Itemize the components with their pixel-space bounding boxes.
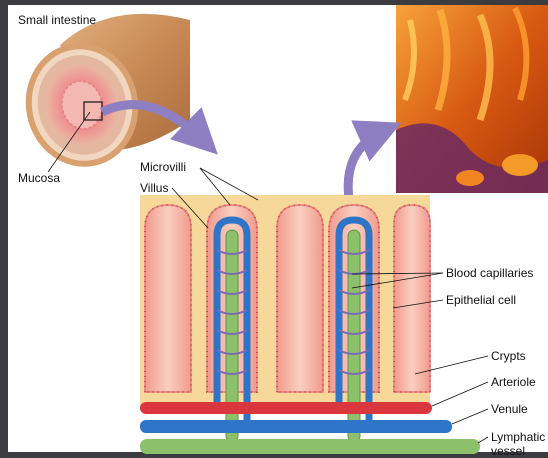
small-intestine-illustration [14, 14, 190, 177]
villus-5 [394, 205, 430, 392]
villus-3 [277, 205, 323, 392]
micrograph-image [396, 5, 548, 193]
vessels [140, 402, 480, 454]
label-microvilli: Microvilli [140, 160, 186, 174]
label-lymphatic-vessel-line2: vessel [491, 444, 525, 458]
label-lymphatic-vessel: Lymphatic [491, 430, 545, 444]
label-arteriole: Arteriole [491, 375, 536, 389]
leader-arteriole [432, 382, 488, 406]
leader-lymphatic [478, 437, 488, 443]
venule-vessel [140, 420, 452, 433]
arteriole-vessel [140, 402, 432, 414]
label-villus: Villus [140, 181, 168, 195]
label-venule: Venule [491, 402, 528, 416]
label-crypts: Crypts [491, 349, 526, 363]
leader-venule [452, 409, 488, 424]
label-mucosa: Mucosa [18, 171, 60, 185]
zoom-arrow-right [348, 130, 385, 205]
label-small-intestine: Small intestine [18, 13, 96, 27]
villus-1 [145, 205, 191, 392]
lymphatic-vessel [140, 439, 480, 454]
label-blood-capillaries: Blood capillaries [446, 266, 533, 280]
label-epithelial-cell: Epithelial cell [446, 293, 516, 307]
